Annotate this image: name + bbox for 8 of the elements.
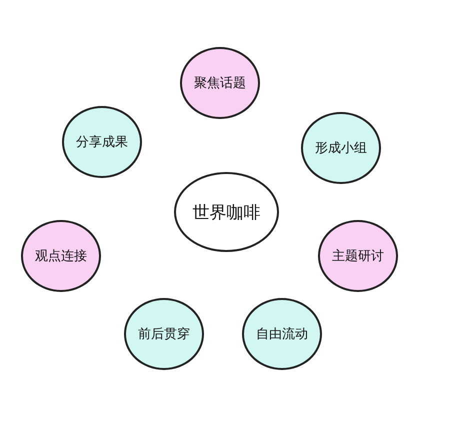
circle-label: 聚焦话题 xyxy=(194,75,246,92)
circle-label: 自由流动 xyxy=(256,326,308,343)
circle-label: 世界咖啡 xyxy=(192,202,260,224)
circle-label: 主题研讨 xyxy=(332,248,384,265)
circle-label: 分享成果 xyxy=(76,134,128,151)
circle-label: 前后贯穿 xyxy=(138,326,190,343)
circle-label: 观点连接 xyxy=(35,248,87,265)
circle-label: 形成小组 xyxy=(315,140,367,157)
